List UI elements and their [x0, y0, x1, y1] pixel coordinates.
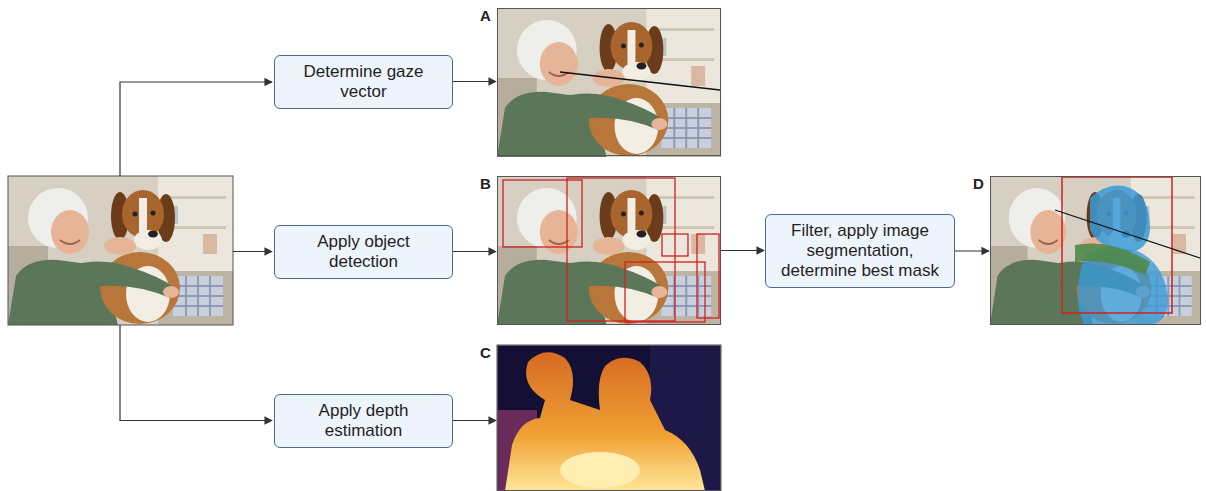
- image-panel: D: [990, 176, 1201, 325]
- panel-letter: D: [973, 175, 984, 193]
- panel-letter: A: [480, 7, 491, 25]
- box-label: Determine gaze vector: [285, 62, 442, 102]
- flow-arrow: [453, 420, 496, 421]
- flow-arrow: [453, 251, 496, 252]
- process-box: Apply object detection: [274, 225, 453, 279]
- box-label: Apply depth estimation: [285, 401, 442, 441]
- panel-letter: C: [480, 344, 491, 362]
- box-label: Apply object detection: [285, 232, 442, 272]
- panel-letter: B: [480, 175, 491, 193]
- image-panel: C: [497, 345, 721, 491]
- flow-arrow: [721, 250, 764, 251]
- image-panel: B: [497, 176, 721, 325]
- image-panel: A: [497, 8, 721, 156]
- flow-arrow: [955, 250, 989, 251]
- process-box: Determine gaze vector: [274, 55, 453, 109]
- box-label: Filter, apply image segmentation, determ…: [776, 221, 944, 281]
- process-box: Filter, apply image segmentation, determ…: [765, 214, 955, 288]
- flow-arrow: [453, 81, 496, 82]
- process-box: Apply depth estimation: [274, 394, 453, 448]
